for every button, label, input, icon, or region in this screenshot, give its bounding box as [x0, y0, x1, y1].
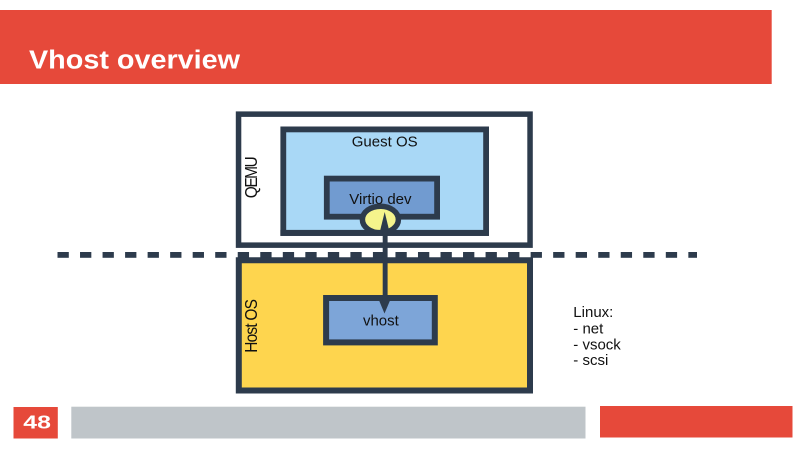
svg-text:QEMU: QEMU [241, 157, 261, 198]
svg-text:Virtio dev: Virtio dev [349, 191, 412, 208]
svg-text:- vsock: - vsock [573, 336, 621, 353]
svg-text:Guest OS: Guest OS [352, 134, 418, 151]
svg-text:- net: - net [573, 320, 604, 337]
svg-text:Vhost overview: Vhost overview [29, 47, 240, 75]
svg-text:Host OS: Host OS [241, 299, 261, 353]
svg-text:Linux:: Linux: [573, 304, 613, 321]
svg-text:vhost: vhost [363, 312, 400, 329]
svg-text:- scsi: - scsi [573, 352, 608, 369]
svg-text:48: 48 [23, 413, 51, 433]
